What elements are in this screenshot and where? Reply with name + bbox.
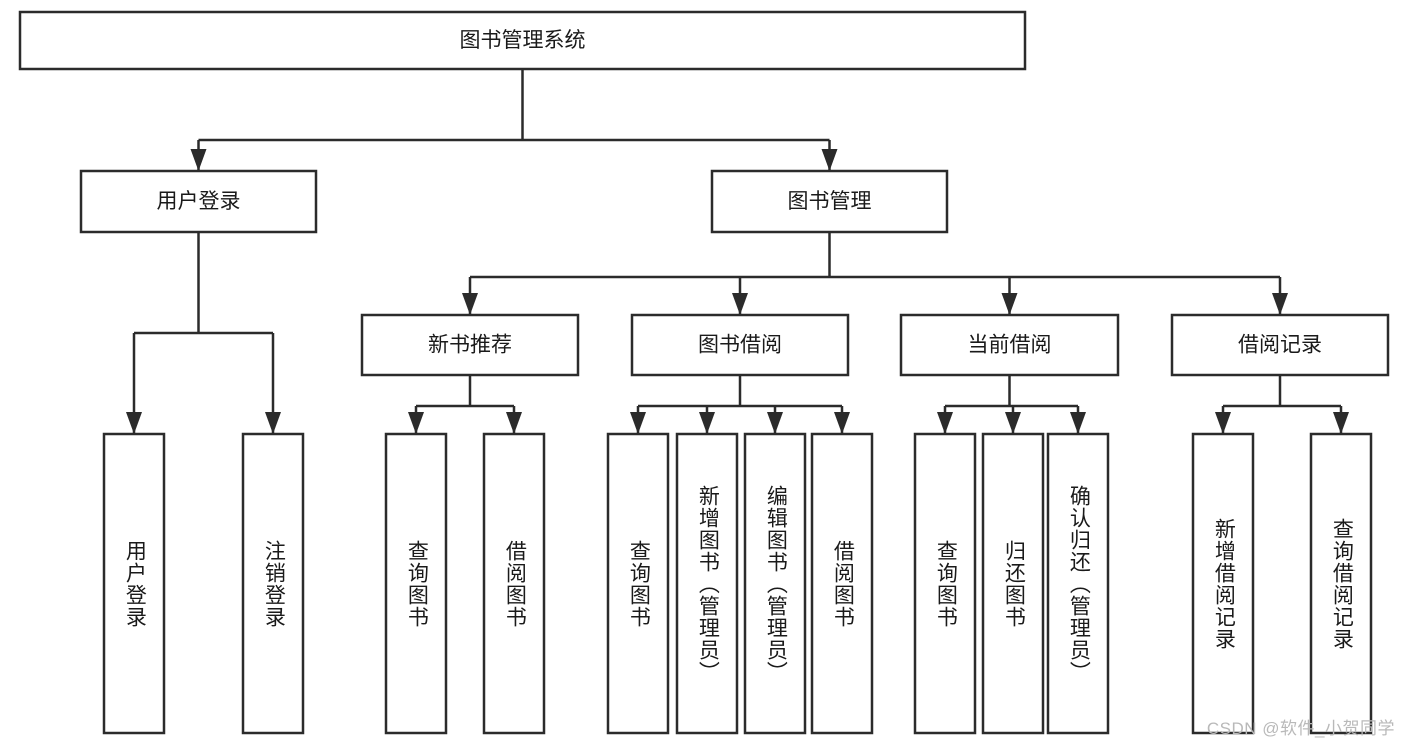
node-box-book-borrow[interactable]: [630, 313, 850, 377]
arrow-head-icon: [834, 412, 850, 434]
node-box-leaf-confirm-return-admin[interactable]: [1046, 432, 1110, 735]
node-box-user-login[interactable]: [79, 169, 318, 234]
csdn-watermark: CSDN @软件_小贺同学: [1206, 719, 1395, 738]
node-box-book-management[interactable]: [710, 169, 949, 234]
node-box-leaf-query-book-3[interactable]: [913, 432, 977, 735]
node-label-borrow-record: 借阅记录: [1238, 334, 1322, 357]
node-box-leaf-logout[interactable]: [241, 432, 305, 735]
node-label-book-management: 图书管理: [788, 190, 872, 213]
arrow-head-icon: [126, 412, 142, 434]
arrow-head-icon: [1070, 412, 1086, 434]
arrow-head-icon: [1215, 412, 1231, 434]
node-box-leaf-add-borrow-record[interactable]: [1191, 432, 1255, 735]
arrow-head-icon: [699, 412, 715, 434]
node-label-user-login: 用户登录: [157, 190, 241, 213]
arrow-head-icon: [1001, 293, 1018, 315]
node-label-new-book-recommend: 新书推荐: [428, 334, 512, 357]
arrow-head-icon: [265, 412, 281, 434]
arrow-head-icon: [1333, 412, 1349, 434]
node-box-borrow-record[interactable]: [1170, 313, 1390, 377]
arrow-head-icon: [506, 412, 522, 434]
arrow-head-icon: [630, 412, 646, 434]
node-box-leaf-user-login[interactable]: [102, 432, 166, 735]
node-box-current-borrow[interactable]: [899, 313, 1120, 377]
node-box-new-book-recommend[interactable]: [360, 313, 580, 377]
node-box-leaf-query-book-1[interactable]: [384, 432, 448, 735]
node-box-leaf-return-book[interactable]: [981, 432, 1045, 735]
arrow-head-icon: [767, 412, 783, 434]
arrow-head-icon: [937, 412, 953, 434]
arrow-head-icon: [732, 293, 748, 315]
arrow-head-icon: [821, 149, 838, 171]
node-box-root[interactable]: [18, 10, 1027, 71]
arrow-head-icon: [408, 412, 424, 434]
node-box-leaf-query-book-2[interactable]: [606, 432, 670, 735]
arrow-head-icon: [1272, 293, 1288, 315]
arrow-head-icon: [462, 293, 478, 315]
connector-layer: [126, 69, 1349, 434]
box-layer: [18, 10, 1390, 735]
node-box-leaf-add-book-admin[interactable]: [675, 432, 739, 735]
node-label-current-borrow: 当前借阅: [968, 334, 1052, 357]
node-box-leaf-query-borrow-record[interactable]: [1309, 432, 1373, 735]
node-label-book-borrow: 图书借阅: [698, 334, 782, 357]
node-box-leaf-borrow-book-2[interactable]: [810, 432, 874, 735]
arrow-head-icon: [1005, 412, 1021, 434]
node-label-root: 图书管理系统: [460, 29, 586, 52]
arrow-head-icon: [190, 149, 207, 171]
node-box-leaf-borrow-book-1[interactable]: [482, 432, 546, 735]
node-box-leaf-edit-book-admin[interactable]: [743, 432, 807, 735]
